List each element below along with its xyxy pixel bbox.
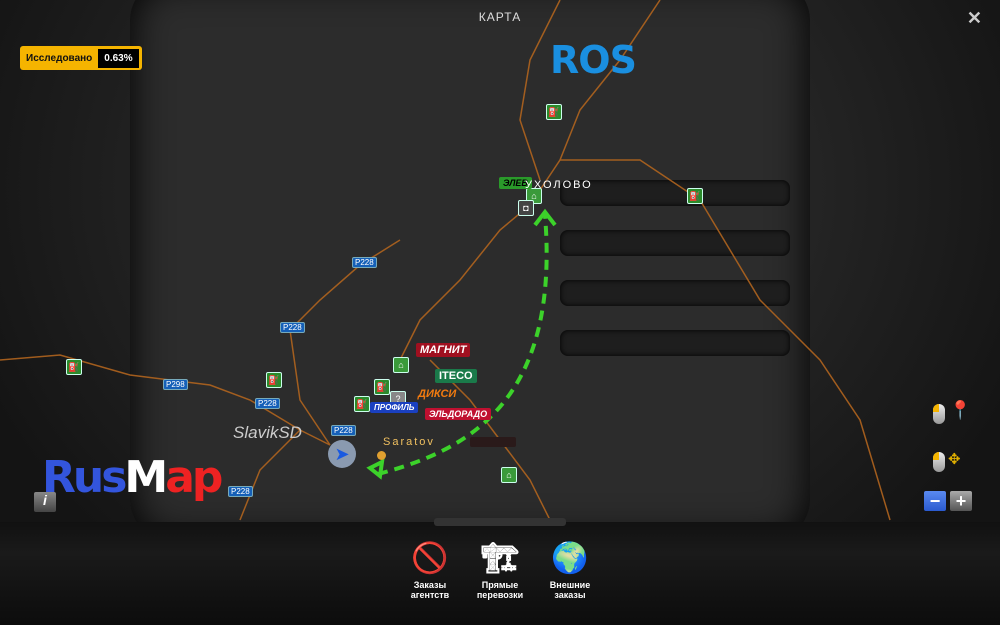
globe-crate-icon: 🌍 [551, 542, 589, 575]
road-line [239, 429, 301, 521]
road-sign: P228 [228, 486, 253, 497]
company-elevator[interactable]: ЭЛЕВ [499, 177, 532, 189]
route-arrow-icon [366, 208, 557, 480]
zoom-out-button[interactable]: − [924, 491, 946, 511]
company-profil[interactable]: ПРОФИЛЬ [370, 402, 419, 413]
map-title: КАРТА [478, 10, 522, 24]
move-arrows-icon: ✥ [948, 451, 961, 468]
panel-handle[interactable] [434, 518, 566, 526]
truck-grille [560, 180, 790, 206]
road-sign: P228 [255, 398, 280, 409]
service-icon[interactable]: ◘ [518, 200, 534, 216]
gas-station-icon[interactable]: ⛽ [266, 372, 282, 388]
gas-station-icon[interactable]: ⛽ [687, 188, 703, 204]
company-depot[interactable] [470, 437, 516, 447]
road-sign: P228 [280, 322, 305, 333]
explored-value: 0.63% [98, 48, 139, 68]
zoom-in-button[interactable]: + [950, 491, 972, 511]
company-eldorado[interactable]: ЭЛЬДОРАДО [425, 408, 492, 420]
gas-station-icon[interactable]: ⛽ [374, 379, 390, 395]
bottom-panel [0, 522, 1000, 625]
info-button[interactable]: i [34, 492, 56, 512]
route-path [377, 214, 549, 476]
road-line [560, 159, 891, 521]
truck-grille [560, 230, 790, 256]
garage-icon[interactable]: ⌂ [501, 467, 517, 483]
company-magnit[interactable]: МАГНИТ [416, 343, 471, 357]
mouse-left-click-icon [933, 404, 945, 424]
forklift-icon: 🏗 [480, 542, 520, 575]
city-saratov[interactable]: Saratov [383, 436, 435, 448]
gas-station-icon[interactable]: ⛽ [66, 359, 82, 375]
city-marker-icon [377, 451, 386, 460]
gas-station-icon[interactable]: ⛽ [354, 396, 370, 412]
road-line [519, 0, 561, 181]
city-ukholovo[interactable]: УХОЛОВО [525, 179, 593, 191]
agency-crate-icon: 🚫 [411, 542, 449, 575]
explored-indicator: Исследовано 0.63% [20, 46, 142, 70]
truck-grille [560, 280, 790, 306]
watermark: SlavikSD [233, 423, 302, 442]
explored-label: Исследовано [26, 52, 93, 64]
gas-station-icon[interactable]: ⛽ [546, 104, 562, 120]
region-label: ROS [550, 38, 637, 82]
rusmap-logo: RusMap [42, 452, 223, 503]
truck-grille [560, 330, 790, 356]
road-sign: P298 [163, 379, 188, 390]
garage-icon[interactable]: ⌂ [393, 357, 409, 373]
mouse-left-drag-icon [933, 452, 945, 472]
road-sign: P228 [331, 425, 356, 436]
company-diksi[interactable]: ДИКСИ [418, 388, 457, 400]
road-sign: P228 [352, 257, 377, 268]
road-line [289, 239, 401, 446]
player-position-icon: ➤ [328, 440, 356, 468]
company-iteco[interactable]: ITECO [435, 369, 477, 383]
close-button[interactable]: ✕ [966, 8, 982, 28]
truck-cab-backdrop [130, 0, 810, 540]
map-pin-icon: 📍 [949, 400, 972, 420]
